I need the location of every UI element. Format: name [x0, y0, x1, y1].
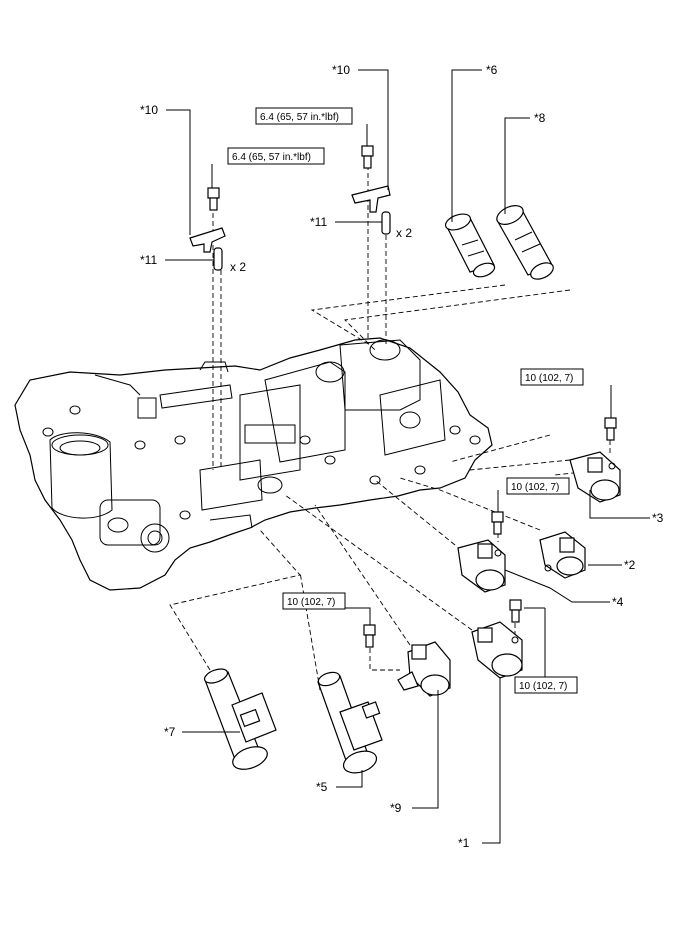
torque-box-bg-5	[282, 592, 346, 610]
callout-1: *1	[458, 836, 470, 850]
callout-10-left: *10	[140, 103, 158, 117]
solenoid-4	[457, 539, 506, 593]
torque-spec-1: 6.4 (65, 57 in.*lbf)	[232, 152, 311, 163]
torque-spec-5: 10 (102, 7)	[287, 597, 335, 608]
bolt-solenoid-4	[491, 511, 504, 535]
detent-bracket-right	[351, 185, 391, 213]
bolt-solenoid-1	[509, 599, 522, 623]
callout-3: *3	[652, 511, 664, 525]
torque-box-bg-3	[520, 368, 584, 386]
torque-box-bg-4	[506, 477, 570, 495]
torque-box-bg-2	[255, 107, 353, 125]
pin-right	[381, 211, 391, 235]
bolt-solenoid-3	[604, 417, 617, 441]
torque-spec-6: 10 (102, 7)	[519, 681, 567, 692]
qty-right: x 2	[396, 226, 412, 240]
solenoid-6	[444, 213, 496, 278]
callout-4: *4	[612, 595, 624, 609]
bolt-solenoid-9	[363, 624, 376, 648]
callout-9: *9	[390, 801, 402, 815]
torque-box-bg-1	[227, 147, 325, 165]
callout-2: *2	[624, 558, 636, 572]
leader-lines	[165, 69, 650, 844]
callout-10-right: *10	[332, 63, 350, 77]
callout-7: *7	[164, 725, 176, 739]
solenoid-3	[569, 451, 621, 503]
bolt-left	[207, 187, 220, 211]
solenoid-8	[496, 205, 554, 280]
bolt-right	[361, 145, 374, 169]
callout-6: *6	[486, 63, 498, 77]
qty-left: x 2	[230, 260, 246, 274]
alignment-lines	[169, 165, 611, 691]
valve-body	[14, 337, 493, 591]
callout-11-left: *11	[140, 253, 157, 267]
torque-spec-3: 10 (102, 7)	[525, 373, 573, 384]
detent-bracket-left	[189, 227, 226, 253]
solenoid-1	[471, 621, 523, 679]
solenoid-9	[397, 641, 451, 697]
solenoid-2	[539, 531, 586, 579]
callout-5: *5	[316, 780, 328, 794]
solenoid-7	[203, 668, 277, 770]
callout-8: *8	[534, 111, 546, 125]
pin-left	[213, 247, 223, 271]
torque-box-bg-6	[514, 676, 578, 694]
callout-11-right: *11	[310, 215, 327, 229]
solenoid-5	[317, 671, 383, 774]
torque-spec-2: 6.4 (65, 57 in.*lbf)	[260, 112, 339, 123]
torque-spec-4: 10 (102, 7)	[511, 482, 559, 493]
